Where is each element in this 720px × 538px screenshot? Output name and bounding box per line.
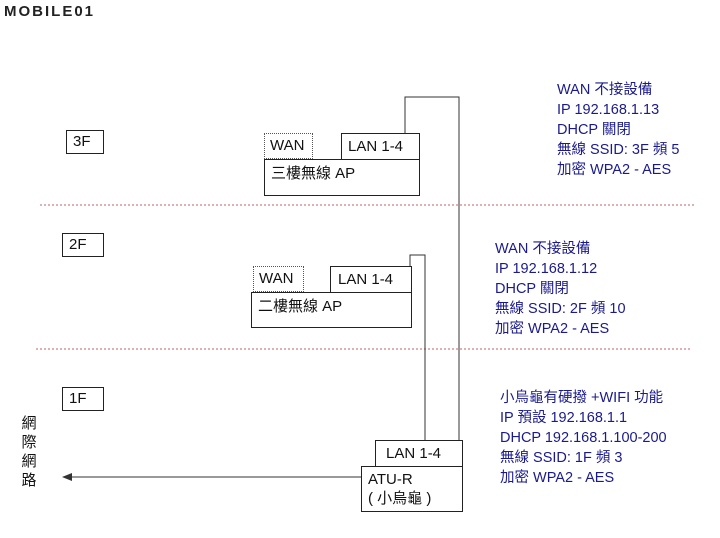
- router-lan-port: LAN 1-4: [375, 440, 463, 468]
- ap-2f-body: 二樓無線 AP: [251, 292, 412, 328]
- info-3f: WAN 不接設備 IP 192.168.1.13 DHCP 關閉 無線 SSID…: [557, 80, 679, 180]
- internet-char: 網: [21, 415, 37, 432]
- info-1f-line: 小烏龜有硬撥 +WIFI 功能: [500, 390, 664, 406]
- ap-2f-lan-label: LAN 1-4: [338, 271, 394, 288]
- ap-2f-wan-label: WAN: [259, 270, 294, 287]
- info-2f-line: 無線 SSID: 2F 頻 10: [495, 301, 626, 317]
- info-3f-line: 無線 SSID: 3F 頻 5: [557, 142, 680, 158]
- info-3f-line: DHCP 關閉: [557, 122, 631, 138]
- info-1f-line: DHCP 192.168.1.100-200: [500, 430, 667, 446]
- info-2f: WAN 不接設備 IP 192.168.1.12 DHCP 關閉 無線 SSID…: [495, 239, 626, 339]
- ap-2f-name: 二樓無線 AP: [258, 298, 343, 315]
- cable-2f-to-router: [409, 254, 426, 440]
- info-3f-line: IP 192.168.1.13: [557, 102, 660, 118]
- floor-label-1f: 1F: [62, 387, 104, 411]
- ap-3f-wan-label: WAN: [270, 137, 305, 154]
- internet-char: 網: [21, 453, 37, 470]
- cable-3f-to-router: [404, 96, 460, 440]
- info-2f-line: WAN 不接設備: [495, 241, 591, 257]
- internet-arrow-head: [62, 473, 72, 481]
- info-1f-line: IP 預設 192.168.1.1: [500, 410, 628, 426]
- internet-char: 際: [21, 434, 37, 451]
- floor-label-3f: 3F: [66, 130, 104, 154]
- info-1f: 小烏龜有硬撥 +WIFI 功能 IP 預設 192.168.1.1 DHCP 1…: [500, 388, 667, 488]
- ap-3f-name: 三樓無線 AP: [271, 165, 356, 182]
- ap-3f-lan-port: LAN 1-4: [341, 133, 420, 160]
- router-body: ATU-R ( 小烏龜 ): [361, 466, 463, 512]
- info-3f-line: 加密 WPA2 - AES: [557, 162, 672, 178]
- ap-3f-body: 三樓無線 AP: [264, 159, 420, 196]
- info-2f-line: DHCP 關閉: [495, 281, 569, 297]
- router-lan-label: LAN 1-4: [386, 445, 442, 462]
- ap-3f-lan-label: LAN 1-4: [348, 138, 404, 155]
- ap-2f-lan-port: LAN 1-4: [330, 266, 412, 293]
- router-subname: ( 小烏龜 ): [368, 490, 432, 507]
- info-3f-line: WAN 不接設備: [557, 82, 653, 98]
- info-1f-line: 無線 SSID: 1F 頻 3: [500, 450, 623, 466]
- internet-char: 路: [21, 472, 37, 489]
- info-2f-line: IP 192.168.1.12: [495, 261, 598, 277]
- floor-label-2f: 2F: [62, 233, 104, 257]
- internet-label: 網 際 網 路: [20, 414, 38, 490]
- info-1f-line: 加密 WPA2 - AES: [500, 470, 615, 486]
- ap-2f-wan-port: WAN: [253, 266, 304, 292]
- router-name: ATU-R: [368, 471, 413, 488]
- info-2f-line: 加密 WPA2 - AES: [495, 321, 610, 337]
- ap-3f-wan-port: WAN: [264, 133, 313, 159]
- mobile01-logo: MOBILE01: [4, 3, 96, 20]
